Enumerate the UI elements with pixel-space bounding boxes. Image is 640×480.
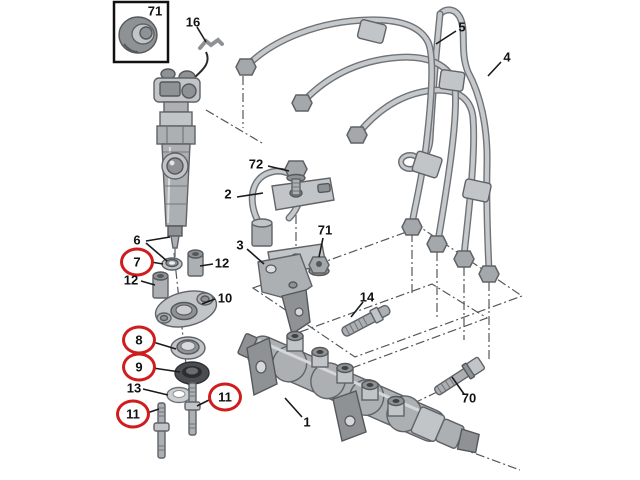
rail-mount-feet bbox=[246, 336, 367, 442]
bolt-72 bbox=[284, 160, 308, 196]
stud-11-right bbox=[184, 382, 201, 436]
o-ring-13 bbox=[166, 386, 192, 404]
stud-11-left bbox=[153, 402, 170, 459]
stud-14 bbox=[341, 304, 391, 337]
bushing-12-left bbox=[152, 271, 169, 299]
bushing-12-right bbox=[187, 249, 204, 277]
bolt-70 bbox=[433, 356, 486, 396]
rail-ports bbox=[286, 330, 405, 417]
bracket-3 bbox=[257, 253, 313, 336]
pipe-clamp-blocks bbox=[356, 19, 492, 203]
clamp-flange-10 bbox=[154, 290, 218, 328]
seal-ring-9 bbox=[174, 361, 210, 385]
alignment-lines bbox=[173, 76, 524, 471]
clip-16 bbox=[194, 37, 224, 78]
seal-ring-8 bbox=[170, 336, 206, 360]
fuel-injector bbox=[153, 68, 201, 257]
pipe-union-nuts bbox=[235, 58, 500, 283]
inset-box-71 bbox=[112, 0, 170, 64]
nut-71 bbox=[308, 256, 330, 277]
leader-lines bbox=[140, 26, 502, 418]
fuel-rail-1 bbox=[237, 330, 480, 454]
fuel-pipes-group bbox=[235, 6, 500, 283]
grommet-71 bbox=[118, 16, 158, 54]
